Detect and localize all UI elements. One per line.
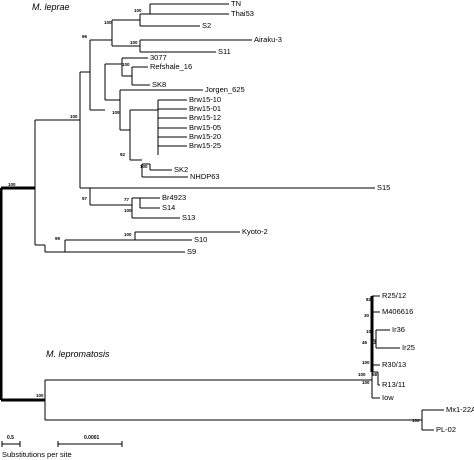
bootstrap-value: 100 xyxy=(70,114,78,119)
bootstrap-value: 97 xyxy=(82,196,88,201)
scale-caption: Substitutions per site xyxy=(2,450,72,459)
leaf-label: Brw15-20 xyxy=(189,132,221,141)
bootstrap-value: 99 xyxy=(55,236,61,241)
bootstrap-value: 100 xyxy=(8,182,16,187)
leaf-label: M406616 xyxy=(382,307,413,316)
leaf-label: PL-02 xyxy=(436,425,456,434)
leaf-label: S10 xyxy=(194,235,207,244)
bootstrap-value: 100 xyxy=(124,208,132,213)
leaf-label: Thai53 xyxy=(231,9,254,18)
bootstrap-value: 92 xyxy=(120,152,126,157)
leaf-label: Jorgen_625 xyxy=(205,85,245,94)
bootstrap-value: 77 xyxy=(124,197,130,202)
leaf-label: Kyoto-2 xyxy=(242,227,268,236)
leaf-label: Iow xyxy=(382,393,394,402)
leaf-label: Br4923 xyxy=(162,193,186,202)
leaf-label: Brw15-05 xyxy=(189,123,221,132)
bootstrap-value: 100 xyxy=(36,393,44,398)
bootstrap-value: 100 xyxy=(362,380,370,385)
leaf-label: S11 xyxy=(218,47,231,56)
bootstrap-value: 100 xyxy=(130,40,138,45)
leaf-label: Brw15-01 xyxy=(189,104,221,113)
bootstrap-value: 100 xyxy=(412,418,420,423)
leaf-label: Airaku-3 xyxy=(254,35,282,44)
leaf-label: Brw15-12 xyxy=(189,113,221,122)
leaf-label: Mx1-22A xyxy=(446,405,474,414)
bootstrap-value: 100 xyxy=(112,110,120,115)
scale-bar-1-label: 0.5 xyxy=(7,435,14,441)
leaf-label: S15 xyxy=(377,183,390,192)
bootstrap-value: 82 xyxy=(366,297,372,302)
bootstrap-value: 30 xyxy=(364,313,370,318)
leaf-label: SK8 xyxy=(152,80,166,89)
bootstrap-value: 100 xyxy=(366,329,374,334)
bootstrap-value: 72 xyxy=(371,340,377,345)
bootstrap-value: 100 xyxy=(122,62,130,67)
leaf-label: S9 xyxy=(187,247,196,256)
leaf-label: S2 xyxy=(202,21,211,30)
leaf-label: Refshale_16 xyxy=(150,62,192,71)
bootstrap-value: 58 xyxy=(372,372,378,377)
bootstrap-value: 100 xyxy=(358,372,366,377)
clade-label-leprae: M. leprae xyxy=(32,2,70,12)
bootstrap-value: 100 xyxy=(140,164,148,169)
leaf-label: Brw15-10 xyxy=(189,95,221,104)
bootstrap-value: 96 xyxy=(82,34,88,39)
scale-bar-2-label: 0.0001 xyxy=(84,435,100,441)
bootstrap-value: 100 xyxy=(124,232,132,237)
leaf-label: TN xyxy=(231,0,241,8)
leaf-label: SK2 xyxy=(174,165,188,174)
leaf-label: S14 xyxy=(162,203,175,212)
leaf-label: NHDP63 xyxy=(190,172,220,181)
leaf-label: R13/11 xyxy=(382,380,406,389)
leaf-label: S13 xyxy=(182,213,195,222)
leaf-label: Ir25 xyxy=(402,343,415,352)
leaf-label: 3077 xyxy=(150,53,167,62)
clade-label-lepromatosis: M. lepromatosis xyxy=(46,349,110,359)
bootstrap-value: 100 xyxy=(104,20,112,25)
leaf-label: R30/13 xyxy=(382,360,406,369)
leaf-label: R25/12 xyxy=(382,291,406,300)
bootstrap-value: 100 xyxy=(134,8,142,13)
bootstrap-value: 46 xyxy=(362,340,368,345)
leaf-label: Ir36 xyxy=(392,325,405,334)
bootstrap-value: 100 xyxy=(362,360,370,365)
leaf-label: Brw15-25 xyxy=(189,141,221,150)
